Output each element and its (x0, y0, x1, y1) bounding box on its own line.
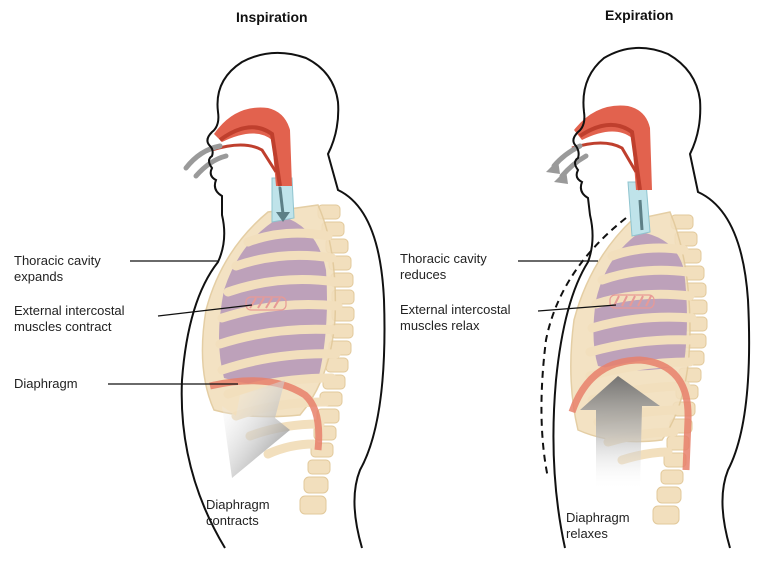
label-line: reduces (400, 267, 447, 282)
body-outline (180, 51, 386, 549)
trachea-arrow-exp (638, 199, 644, 231)
label-diaphragm-relaxes: Diaphragm relaxes (566, 510, 630, 542)
expiration-title: Expiration (605, 7, 674, 23)
label-line: External intercostal (400, 302, 511, 317)
label-line: expands (14, 269, 64, 284)
body-outline-exp (552, 46, 751, 549)
inhale-air-arrows (183, 143, 285, 216)
leader-lines (108, 260, 617, 385)
inspiration-title: Inspiration (236, 9, 308, 25)
label-diaphragm: Diaphragm (14, 376, 78, 391)
previous-expansion-dashed-outline (540, 217, 627, 479)
intercostal-muscles-exp (609, 294, 655, 309)
label-diaphragm-contracts: Diaphragm contracts (206, 497, 270, 529)
label-line: Thoracic cavity (14, 253, 101, 268)
expiration-panel (540, 46, 751, 549)
diaphragm-contract-arrow (222, 380, 290, 478)
label-line: Diaphragm (206, 497, 270, 512)
diaphragm-muscle-exp (568, 356, 692, 471)
label-external-intercostal-contract: External intercostal muscles contract (14, 303, 125, 335)
inspiration-panel (180, 51, 386, 549)
label-external-intercostal-relax: External intercostal muscles relax (400, 302, 511, 334)
trachea-arrow-head (276, 212, 290, 222)
exhale-arrow-head-2 (554, 170, 568, 184)
label-thoracic-cavity-reduces: Thoracic cavity reduces (400, 251, 487, 283)
label-line: Diaphragm (566, 510, 630, 525)
label-line: muscles contract (14, 319, 112, 334)
diaphragm-relax-arrow (580, 376, 660, 488)
intercostal-muscles (245, 296, 287, 311)
label-thoracic-cavity-expands: Thoracic cavity expands (14, 253, 101, 285)
diaphragm-muscle (209, 377, 323, 451)
label-line: muscles relax (400, 318, 480, 333)
exhale-arrow-head-1 (546, 160, 560, 174)
label-line: Thoracic cavity (400, 251, 487, 266)
airway (211, 107, 292, 187)
label-line: External intercostal (14, 303, 125, 318)
leader-muscles-insp (157, 304, 253, 317)
label-line: contracts (206, 513, 259, 528)
label-line: relaxes (566, 526, 608, 541)
leader-muscles-exp (537, 304, 617, 312)
